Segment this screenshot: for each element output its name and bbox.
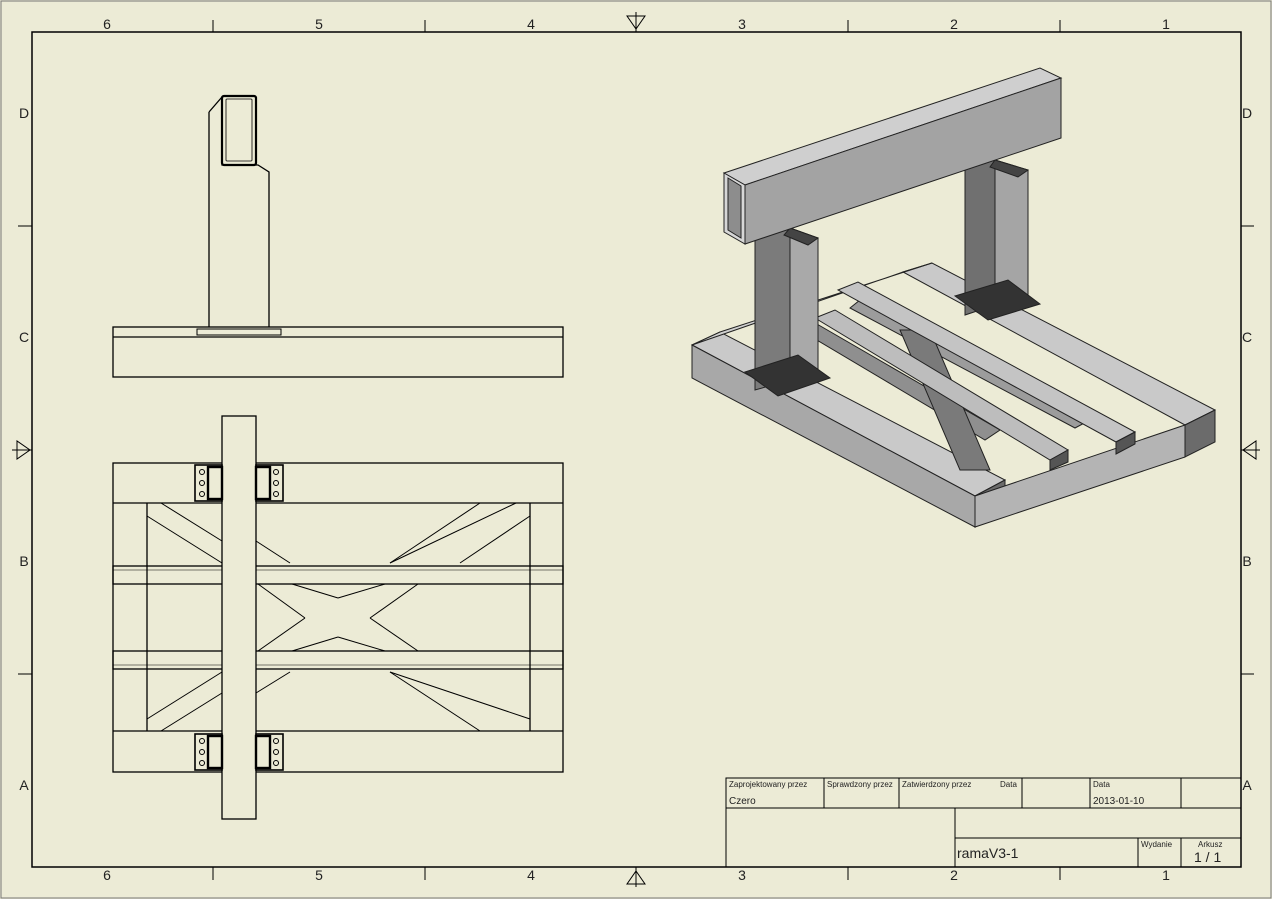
title-block — [725, 777, 1242, 868]
zone-left-b: B — [19, 553, 29, 569]
side-view-plate — [196, 328, 282, 336]
zone-top-2: 2 — [950, 16, 958, 32]
title-block-revision-label: Wydanie — [1141, 840, 1173, 849]
top-view-foot-plates — [194, 464, 284, 771]
zone-top-6: 6 — [103, 16, 111, 32]
zone-bottom-6: 6 — [103, 867, 111, 883]
zone-bottom-4: 4 — [527, 867, 535, 883]
isometric-view — [690, 67, 1217, 528]
zone-top-4: 4 — [527, 16, 535, 32]
title-block-sheet-value: 1 / 1 — [1194, 849, 1222, 865]
side-view — [112, 94, 564, 378]
side-view-base-beam — [112, 326, 564, 378]
zone-bottom-2: 2 — [950, 867, 958, 883]
title-block-approved-by-label: Zatwierdzony przez — [902, 780, 972, 789]
zone-left-d: D — [18, 105, 30, 121]
side-view-top-tube — [220, 94, 258, 167]
zone-top-5: 5 — [315, 16, 323, 32]
zone-left-a: A — [19, 777, 29, 793]
zone-right-c: C — [1241, 329, 1253, 345]
title-block-sheet-label: Arkusz — [1198, 840, 1223, 849]
zone-top-3: 3 — [738, 16, 746, 32]
top-view — [112, 415, 564, 820]
zone-bottom-3: 3 — [738, 867, 746, 883]
zone-right-b: B — [1242, 553, 1252, 569]
zone-top-1: 1 — [1162, 16, 1170, 32]
title-block-checked-by-label: Sprawdzony przez — [827, 780, 893, 789]
title-block-designed-by-label: Zaprojektowany przez — [729, 780, 808, 789]
zone-right-a: A — [1242, 777, 1252, 793]
top-view-cross-beam — [221, 415, 257, 820]
title-block-designer: Czero — [729, 796, 756, 807]
top-view-runner-1 — [112, 565, 564, 585]
title-block-drawing-name: ramaV3-1 — [957, 845, 1019, 861]
title-block-date: 2013-01-10 — [1093, 796, 1145, 807]
zone-ticks — [18, 20, 1254, 880]
title-block-date-label-1: Data — [1000, 780, 1017, 789]
side-view-post — [208, 95, 270, 327]
zone-bottom-1: 1 — [1162, 867, 1170, 883]
title-block-date-label-2: Data — [1093, 780, 1110, 789]
centering-marks — [12, 12, 1260, 887]
zone-left-c: C — [18, 329, 30, 345]
zone-right-d: D — [1241, 105, 1253, 121]
zone-bottom-5: 5 — [315, 867, 323, 883]
top-view-frame — [112, 462, 564, 773]
top-view-runner-2 — [112, 650, 564, 670]
